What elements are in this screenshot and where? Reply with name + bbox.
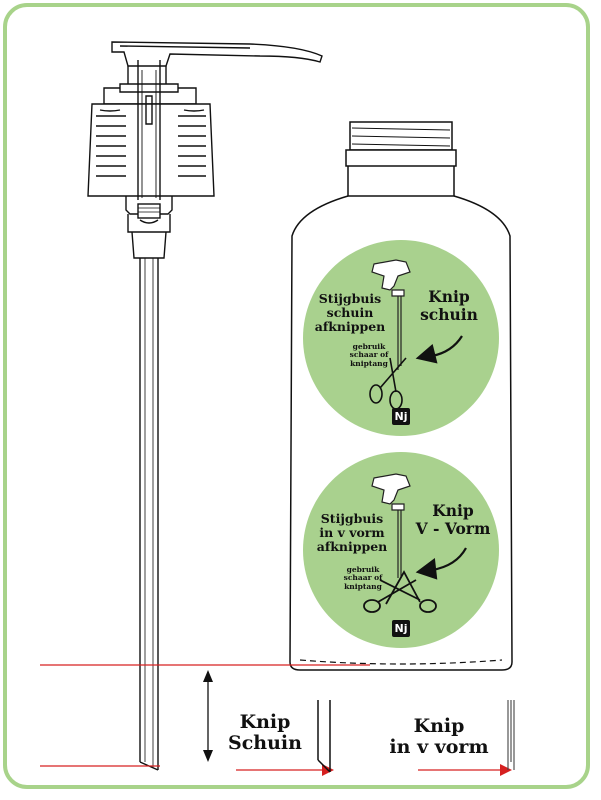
small-line: schaar of	[349, 350, 389, 360]
circle-bottom-big-line: Knip	[432, 501, 474, 520]
circle-bottom-right-text: Knip V - Vorm	[404, 502, 502, 538]
bottom-right-line: Knip	[413, 715, 465, 737]
circle-bottom-left-text: Stijgbuis in v vorm afknippen	[302, 512, 402, 553]
circle-top-big-line: Knip	[428, 287, 470, 306]
circle-bottom-line: afknippen	[316, 538, 388, 554]
scissors-icon	[363, 570, 437, 613]
circle-top-big-line: schuin	[420, 304, 478, 324]
scissors-icon	[369, 357, 407, 410]
sprayer-icon	[371, 473, 411, 578]
circle-bottom-small-text: gebruik schaar of kniptang	[336, 565, 390, 591]
small-line: gebruik	[352, 342, 386, 351]
height-arrow	[203, 670, 213, 762]
nj-logo	[392, 620, 410, 637]
small-line: kniptang	[344, 581, 382, 591]
nj-logo	[392, 408, 410, 425]
circle-top-small-text: gebruik schaar of kniptang	[342, 342, 396, 368]
circle-bottom-big-line: V - Vorm	[415, 518, 491, 538]
arrow-icon	[415, 547, 467, 580]
tube-sample-vvorm	[507, 700, 515, 770]
circle-top-left-text: Stijgbuis schuin afknippen	[300, 292, 400, 333]
bottom-right-line: in v vorm	[389, 735, 489, 758]
small-line: schaar of	[343, 573, 383, 583]
bottle-drawing	[289, 121, 513, 671]
circle-top-line: Stijgbuis	[318, 291, 382, 306]
circle-bottom-line: in v vorm	[319, 524, 385, 540]
circle-top-line: afknippen	[314, 318, 386, 334]
circle-top-right-text: Knip schuin	[412, 288, 486, 324]
sprayer-icon	[371, 259, 411, 370]
knip-vvorm-label: Knip in v vorm	[378, 716, 500, 758]
frame-border	[3, 3, 590, 789]
tube-sample-schuin	[317, 700, 331, 773]
bottom-left-line: Knip	[239, 711, 291, 733]
pump-drawing	[87, 41, 323, 771]
circle-bottom-line: Stijgbuis	[320, 511, 384, 526]
logo-text: Nj	[394, 410, 408, 423]
small-line: gebruik	[346, 565, 380, 574]
small-line: kniptang	[350, 358, 388, 368]
circle-top-line: schuin	[326, 304, 374, 320]
bottom-left-line: Schuin	[228, 731, 302, 754]
logo-text: Nj	[394, 622, 408, 635]
knip-schuin-label: Knip Schuin	[220, 712, 310, 754]
arrow-icon	[415, 335, 463, 364]
